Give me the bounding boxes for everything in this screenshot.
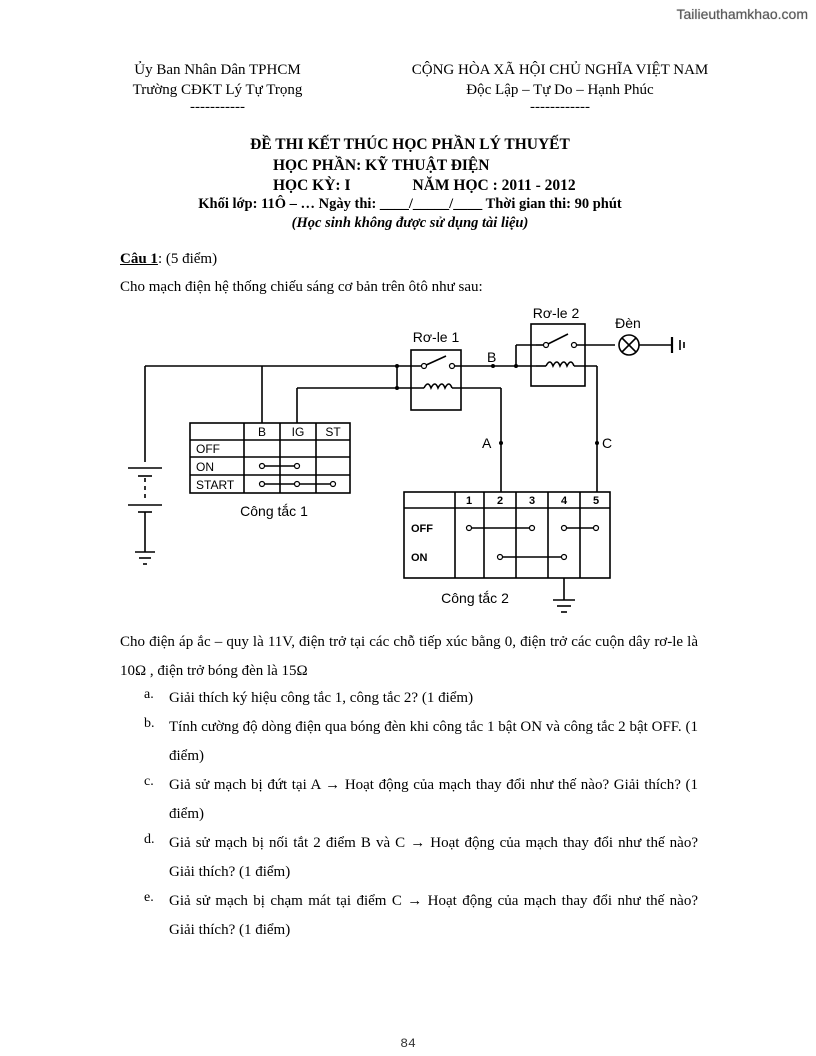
sub-question-text: Giả sử mạch bị chạm mát tại điểm C → Hoạ…: [169, 893, 698, 938]
page-number: 84: [400, 1036, 416, 1051]
header-right-line1: CỘNG HÒA XÃ HỘI CHỦ NGHĨA VIỆT NAM: [411, 62, 709, 78]
sub-question-e: e. Giả sử mạch bị chạm mát tại điểm C → …: [144, 887, 698, 945]
question-points: : (5 điểm): [157, 251, 218, 267]
sub-question-a: a. Giải thích ký hiệu công tắc 1, công t…: [144, 684, 698, 713]
header-right-line2: Độc Lập – Tự Do – Hạnh Phúc: [466, 82, 654, 98]
exam-title: ĐỀ THI KẾT THÚC HỌC PHẦN LÝ THUYẾT: [250, 136, 570, 153]
switch2-col-2: 2: [497, 495, 503, 507]
switch1-row-off: OFF: [196, 442, 220, 456]
question-heading: Câu 1: (5 điểm): [120, 251, 217, 268]
semester: HỌC KỲ: I: [273, 177, 351, 194]
switch1-label: Công tắc 1: [240, 503, 308, 519]
sub-question-text: Giả sử mạch bị đứt tại A → Hoạt động của…: [169, 777, 698, 822]
switch1-row-on: ON: [196, 460, 214, 474]
exam-info-line: Khối lớp: 11Ô – … Ngày thi: ____/_____/_…: [198, 196, 622, 212]
lamp-label: Đèn: [615, 315, 641, 331]
exam-note: (Học sinh không được sử dụng tài liệu): [291, 215, 529, 231]
course-title: HỌC PHẦN: KỸ THUẬT ĐIỆN: [273, 157, 490, 174]
header-right-line3: ------------: [530, 99, 590, 115]
sub-question-marker: b.: [144, 716, 155, 731]
sub-question-marker: d.: [144, 832, 155, 847]
sub-question-c: c. Giả sử mạch bị đứt tại A → Hoạt động …: [144, 771, 698, 829]
switch2-row-on: ON: [411, 552, 428, 564]
switch2-row-off: OFF: [411, 523, 433, 535]
sub-question-marker: a.: [144, 687, 154, 702]
relay1-label: Rơ-le 1: [413, 329, 460, 345]
sub-question-marker: c.: [144, 774, 154, 789]
switch2-col-4: 4: [561, 495, 568, 507]
header-left-line1: Ủy Ban Nhân Dân TPHCM: [134, 62, 301, 78]
switch1-col-b: B: [258, 425, 266, 439]
header-right: CỘNG HÒA XÃ HỘI CHỦ NGHĨA VIỆT NAM Độc L…: [385, 60, 735, 115]
point-c-label: C: [602, 435, 612, 451]
header-left-line3: -----------: [190, 99, 245, 115]
switch1-col-ig: IG: [292, 425, 305, 439]
switch2-col-3: 3: [529, 495, 535, 507]
sub-question-b: b. Tính cường độ dòng điện qua bóng đèn …: [144, 713, 698, 771]
sub-question-marker: e.: [144, 890, 154, 905]
question-intro: Cho mạch điện hệ thống chiếu sáng cơ bản…: [120, 279, 483, 295]
header-left-line2: Trường CĐKT Lý Tự Trọng: [132, 82, 303, 98]
point-a-label: A: [482, 435, 492, 451]
sub-question-text: Giả sử mạch bị nối tắt 2 điểm B và C → H…: [169, 835, 698, 880]
school-year: NĂM HỌC : 2011 - 2012: [412, 177, 576, 194]
watermark: Tailieuthamkhao.com: [676, 6, 808, 22]
sub-question-text: Giải thích ký hiệu công tắc 1, công tắc …: [169, 690, 474, 706]
sub-question-d: d. Giả sử mạch bị nối tắt 2 điểm B và C …: [144, 829, 698, 887]
question-conditions: Cho điện áp ắc – quy là 11V, điện trở tạ…: [120, 634, 698, 679]
sub-question-text: Tính cường độ dòng điện qua bóng đèn khi…: [169, 719, 698, 764]
relay2-label: Rơ-le 2: [533, 305, 580, 321]
question-label: Câu 1: [120, 251, 158, 267]
switch2-col-5: 5: [593, 495, 599, 507]
header-left: Ủy Ban Nhân Dân TPHCM Trường CĐKT Lý Tự …: [100, 60, 335, 115]
switch1-col-st: ST: [325, 425, 341, 439]
circuit-diagram: B IG ST OFF ON START 1 2 3 4 5 OFF ON Cô…: [128, 305, 685, 613]
switch2-label: Công tắc 2: [441, 590, 509, 606]
point-b-label: B: [487, 349, 496, 365]
switch2-col-1: 1: [466, 495, 472, 507]
switch1-row-start: START: [196, 478, 235, 492]
semester-line: HỌC KỲ: I NĂM HỌC : 2011 - 2012: [273, 177, 576, 195]
